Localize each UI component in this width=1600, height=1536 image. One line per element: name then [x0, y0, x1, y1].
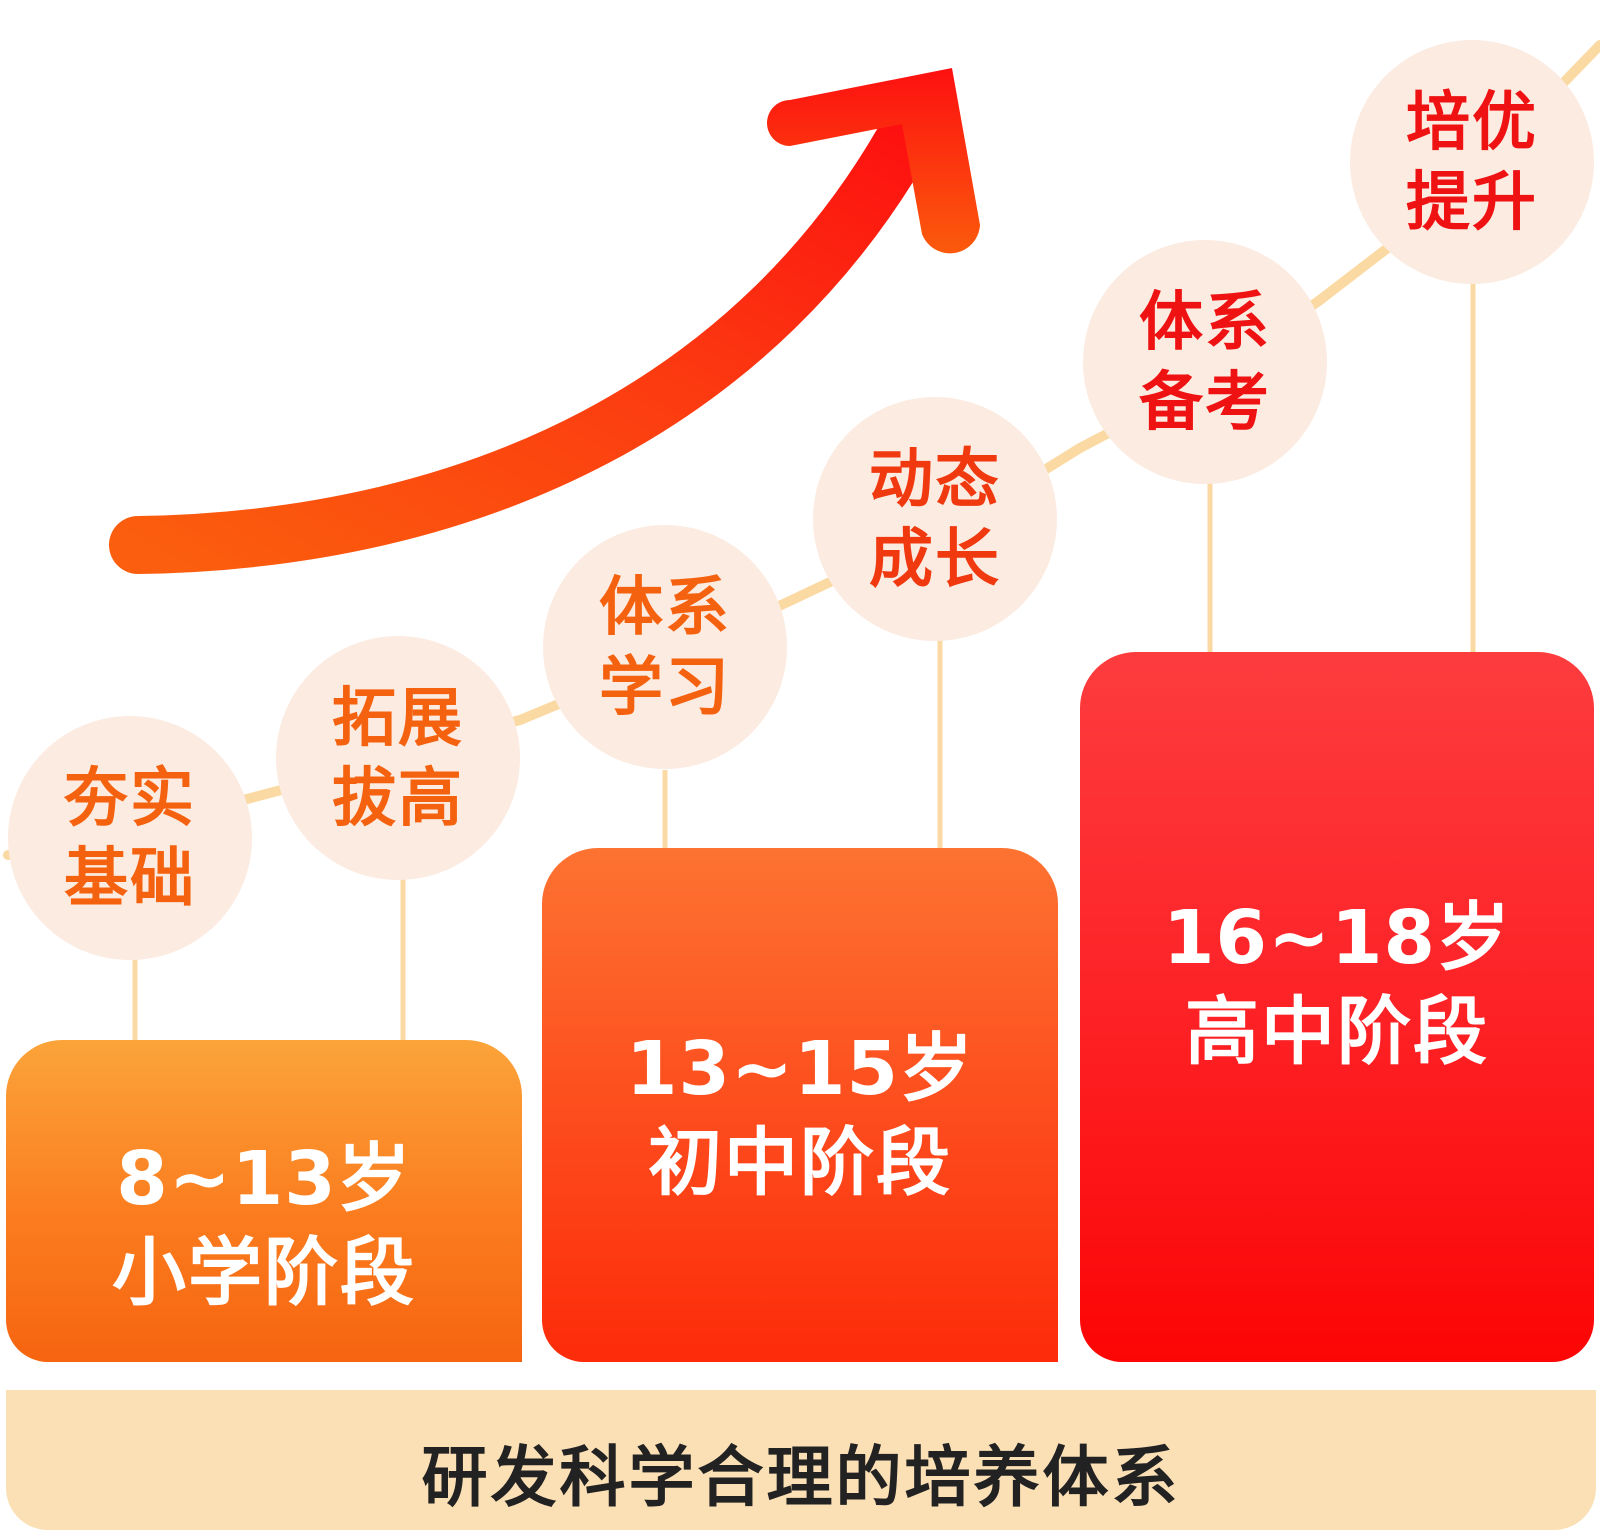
- growth-arrow-head: [767, 68, 980, 254]
- footer-text: 研发科学合理的培养体系: [421, 1439, 1181, 1516]
- bubble-circle: [1083, 240, 1327, 484]
- bubble-label-line: 动态: [869, 443, 1001, 517]
- stage-age: 16~18岁: [1163, 895, 1511, 981]
- bubble-label-line: 提升: [1406, 166, 1538, 240]
- bubble-circle: [813, 397, 1057, 641]
- bubble-label-line: 拔高: [332, 762, 464, 836]
- footer-banner: 研发科学合理的培养体系: [6, 1390, 1596, 1530]
- bubble-label-line: 成长: [869, 523, 1001, 597]
- bubble-label-line: 备考: [1139, 366, 1271, 440]
- stage-block-senior: 16~18岁 高中阶段: [1080, 652, 1594, 1362]
- bubble-label-line: 基础: [64, 842, 196, 916]
- bubble-label-line: 培优: [1406, 86, 1538, 160]
- bubble-circle: [8, 716, 252, 960]
- bubble-label-line: 体系: [1139, 286, 1271, 360]
- bubble-label-line: 夯实: [63, 762, 196, 836]
- bubble-label-line: 学习: [599, 651, 731, 725]
- bubble-label-line: 体系: [599, 571, 731, 645]
- growth-arrow-body: [109, 101, 939, 574]
- stage-block-junior: 13~15岁 初中阶段: [542, 848, 1058, 1362]
- stage-age: 8~13岁: [116, 1136, 412, 1222]
- stage-block-primary: 8~13岁 小学阶段: [6, 1040, 522, 1362]
- bubble-label-line: 拓展: [332, 682, 464, 756]
- bubble-circle: [1350, 40, 1594, 284]
- stage-name: 初中阶段: [648, 1120, 952, 1206]
- bubble-circle: [276, 636, 520, 880]
- bubble-circle: [543, 525, 787, 769]
- stage-name: 小学阶段: [112, 1230, 416, 1316]
- stage-name: 高中阶段: [1185, 989, 1489, 1075]
- stage-age: 13~15岁: [626, 1026, 974, 1112]
